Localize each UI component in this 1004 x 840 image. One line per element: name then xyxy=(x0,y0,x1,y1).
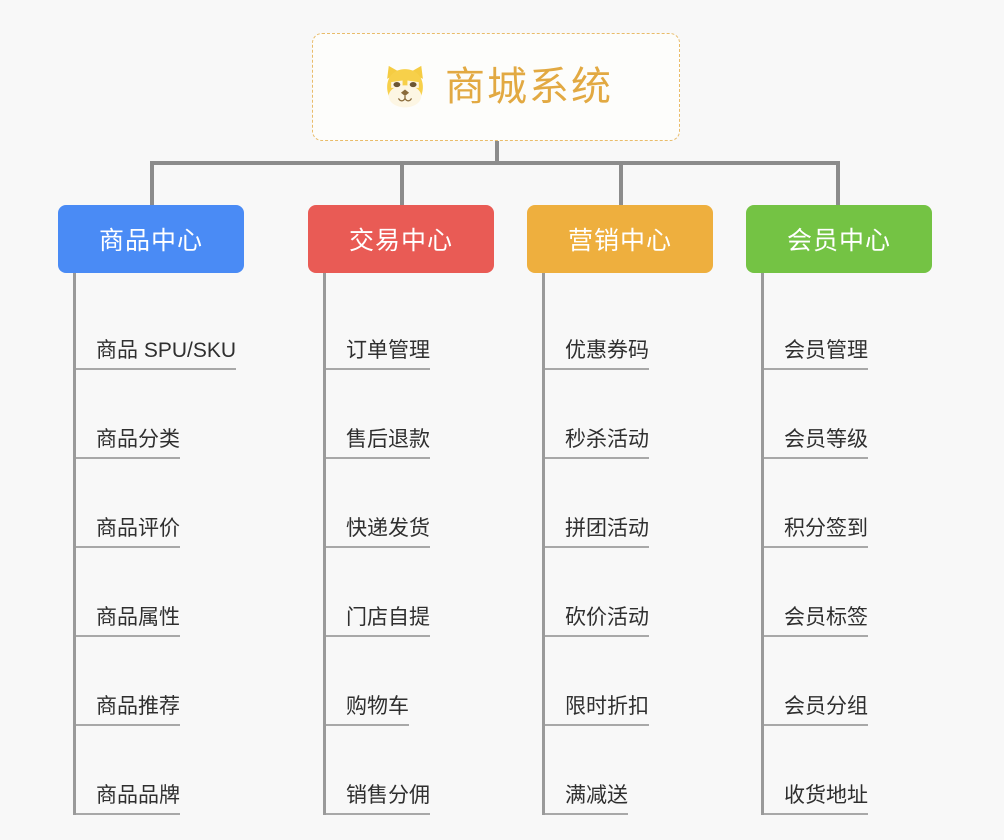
list-item[interactable]: 会员管理 xyxy=(764,281,932,370)
list-item[interactable]: 购物车 xyxy=(326,637,494,726)
category-label-3: 营销中心 xyxy=(567,227,672,255)
list-item[interactable]: 售后退款 xyxy=(326,370,494,459)
leaf-label: 会员等级 xyxy=(784,429,868,459)
category-label-2: 交易中心 xyxy=(348,227,453,255)
list-item[interactable]: 商品分类 xyxy=(76,370,244,459)
connector-horizontal-bus xyxy=(150,161,840,165)
list-item[interactable]: 商品评价 xyxy=(76,459,244,548)
leaf-label: 拼团活动 xyxy=(565,518,649,548)
leaf-label: 销售分佣 xyxy=(346,785,430,815)
list-item[interactable]: 积分签到 xyxy=(764,459,932,548)
leaf-label: 商品评价 xyxy=(96,518,180,548)
category-box-1[interactable]: 商品中心 xyxy=(58,205,244,273)
category-box-3[interactable]: 营销中心 xyxy=(527,205,713,273)
leaf-label: 门店自提 xyxy=(346,607,430,637)
leaf-label: 会员标签 xyxy=(784,607,868,637)
list-item[interactable]: 优惠券码 xyxy=(545,281,713,370)
root-title: 商城系统 xyxy=(445,65,613,109)
list-item[interactable]: 商品属性 xyxy=(76,548,244,637)
connector-drop-1 xyxy=(150,161,154,205)
list-item[interactable]: 商品推荐 xyxy=(76,637,244,726)
leaf-label: 商品品牌 xyxy=(96,785,180,815)
leaf-label: 限时折扣 xyxy=(565,696,649,726)
branch-column-2: 交易中心 订单管理 售后退款 快递发货 门店自提 购物车 销售分佣 xyxy=(308,205,494,815)
leaf-label: 快递发货 xyxy=(346,518,430,548)
connector-drop-4 xyxy=(836,161,840,205)
leaf-label: 商品 SPU/SKU xyxy=(96,340,237,370)
leaf-label: 收货地址 xyxy=(784,785,868,815)
list-item[interactable]: 销售分佣 xyxy=(326,726,494,815)
category-box-2[interactable]: 交易中心 xyxy=(308,205,494,273)
leaf-list-3: 优惠券码 秒杀活动 拼团活动 砍价活动 限时折扣 满减送 xyxy=(542,273,713,815)
list-item[interactable]: 限时折扣 xyxy=(545,637,713,726)
list-item[interactable]: 门店自提 xyxy=(326,548,494,637)
list-item[interactable]: 收货地址 xyxy=(764,726,932,815)
branch-column-1: 商品中心 商品 SPU/SKU 商品分类 商品评价 商品属性 商品推荐 商品品牌 xyxy=(58,205,244,815)
leaf-label: 积分签到 xyxy=(784,518,868,548)
list-item[interactable]: 会员分组 xyxy=(764,637,932,726)
leaf-label: 优惠券码 xyxy=(565,340,649,370)
list-item[interactable]: 满减送 xyxy=(545,726,713,815)
list-item[interactable]: 快递发货 xyxy=(326,459,494,548)
list-item[interactable]: 订单管理 xyxy=(326,281,494,370)
category-box-4[interactable]: 会员中心 xyxy=(746,205,932,273)
list-item[interactable]: 砍价活动 xyxy=(545,548,713,637)
connector-drop-2 xyxy=(400,161,404,205)
leaf-label: 商品属性 xyxy=(96,607,180,637)
leaf-list-4: 会员管理 会员等级 积分签到 会员标签 会员分组 收货地址 xyxy=(761,273,932,815)
leaf-label: 订单管理 xyxy=(346,340,430,370)
list-item[interactable]: 会员等级 xyxy=(764,370,932,459)
leaf-label: 购物车 xyxy=(346,696,409,726)
leaf-label: 满减送 xyxy=(565,785,628,815)
leaf-label: 售后退款 xyxy=(346,429,430,459)
category-label-1: 商品中心 xyxy=(98,227,203,255)
branch-column-4: 会员中心 会员管理 会员等级 积分签到 会员标签 会员分组 收货地址 xyxy=(746,205,932,815)
category-label-4: 会员中心 xyxy=(786,227,891,255)
list-item[interactable]: 会员标签 xyxy=(764,548,932,637)
list-item[interactable]: 商品品牌 xyxy=(76,726,244,815)
list-item[interactable]: 商品 SPU/SKU xyxy=(76,281,244,370)
leaf-list-2: 订单管理 售后退款 快递发货 门店自提 购物车 销售分佣 xyxy=(323,273,494,815)
leaf-label: 会员管理 xyxy=(784,340,868,370)
connector-root-stem xyxy=(495,141,499,163)
connector-drop-3 xyxy=(619,161,623,205)
leaf-label: 会员分组 xyxy=(784,696,868,726)
list-item[interactable]: 拼团活动 xyxy=(545,459,713,548)
list-item[interactable]: 秒杀活动 xyxy=(545,370,713,459)
leaf-label: 商品分类 xyxy=(96,429,180,459)
root-node[interactable]: 商城系统 xyxy=(312,33,680,141)
leaf-label: 砍价活动 xyxy=(565,607,649,637)
leaf-label: 商品推荐 xyxy=(96,696,180,726)
branch-column-3: 营销中心 优惠券码 秒杀活动 拼团活动 砍价活动 限时折扣 满减送 xyxy=(527,205,713,815)
leaf-label: 秒杀活动 xyxy=(565,429,649,459)
leaf-list-1: 商品 SPU/SKU 商品分类 商品评价 商品属性 商品推荐 商品品牌 xyxy=(73,273,244,815)
dog-face-icon xyxy=(387,65,423,108)
